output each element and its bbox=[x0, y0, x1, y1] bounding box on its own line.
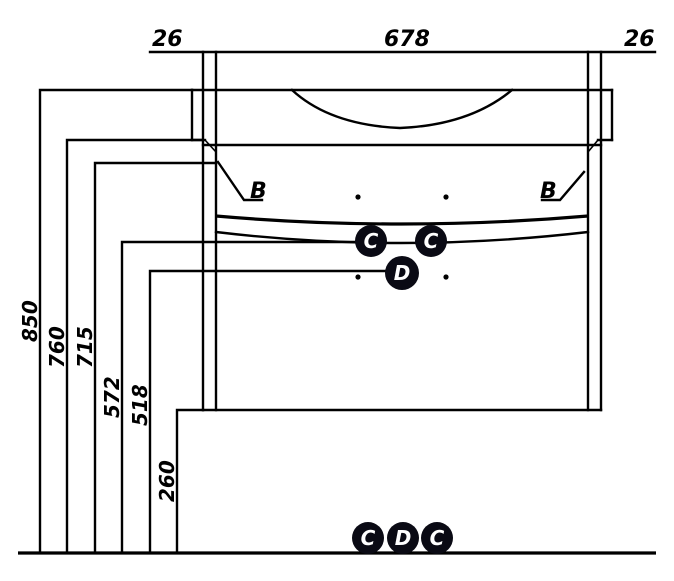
dim-260-line bbox=[175, 408, 205, 554]
dim-715-line bbox=[93, 161, 218, 554]
marker-label: C bbox=[430, 526, 445, 550]
dim-760-text: 760 bbox=[45, 326, 69, 368]
dim-top-center: 678 bbox=[384, 27, 430, 52]
bracket-left-label: B bbox=[250, 179, 267, 204]
marker-label: C bbox=[424, 229, 439, 253]
marker-label: C bbox=[364, 229, 379, 253]
dim-572-line bbox=[120, 240, 372, 554]
dim-850-line bbox=[38, 88, 194, 554]
connection-markers: C C D C D C bbox=[352, 225, 453, 554]
dim-572-text: 572 bbox=[100, 376, 124, 418]
marker-label: D bbox=[395, 526, 412, 550]
countertop-left-step bbox=[204, 139, 217, 153]
marker-floor-left: C bbox=[352, 522, 384, 554]
marker-circle bbox=[352, 522, 384, 554]
dim-518-line bbox=[148, 269, 402, 554]
mounting-hole bbox=[443, 194, 449, 200]
bracket-right-label: B bbox=[540, 179, 557, 204]
countertop-right-step bbox=[587, 139, 599, 153]
drawer-top-inner-curve bbox=[214, 230, 590, 245]
mounting-hole bbox=[355, 274, 361, 280]
dim-518-text: 518 bbox=[128, 384, 152, 426]
wall-brackets: B B bbox=[216, 160, 586, 204]
dim-715-text: 715 bbox=[73, 326, 97, 368]
dim-760-line bbox=[65, 138, 205, 554]
drawer-top-outer-curve bbox=[215, 214, 589, 226]
bracket-right-line bbox=[540, 170, 586, 202]
dim-top-right: 26 bbox=[624, 27, 655, 52]
dim-top-left: 26 bbox=[152, 27, 183, 52]
marker-middle: D bbox=[385, 256, 419, 290]
marker-label: D bbox=[394, 261, 411, 285]
marker-circle bbox=[421, 522, 453, 554]
marker-floor-right: C bbox=[421, 522, 453, 554]
marker-circle bbox=[415, 225, 447, 257]
mounting-holes bbox=[355, 194, 449, 280]
marker-upper-right: C bbox=[415, 225, 447, 257]
top-dimension: 26 678 26 bbox=[148, 27, 657, 54]
marker-circle bbox=[355, 225, 387, 257]
vertical-dimensions: 850 760 715 572 518 260 bbox=[18, 88, 402, 554]
basin-countertop bbox=[190, 88, 614, 153]
basin-bowl-curve bbox=[290, 88, 514, 130]
marker-circle bbox=[387, 522, 419, 554]
mounting-hole bbox=[443, 274, 449, 280]
dim-260-text: 260 bbox=[155, 460, 179, 502]
drawer-top bbox=[214, 214, 590, 245]
dim-850-text: 850 bbox=[18, 300, 42, 342]
marker-floor-center: D bbox=[387, 522, 419, 554]
marker-upper-left: C bbox=[355, 225, 387, 257]
cabinet-side-panels bbox=[201, 50, 603, 412]
mounting-hole bbox=[355, 194, 361, 200]
bracket-left-line bbox=[216, 160, 264, 202]
marker-label: C bbox=[361, 526, 376, 550]
marker-circle bbox=[385, 256, 419, 290]
